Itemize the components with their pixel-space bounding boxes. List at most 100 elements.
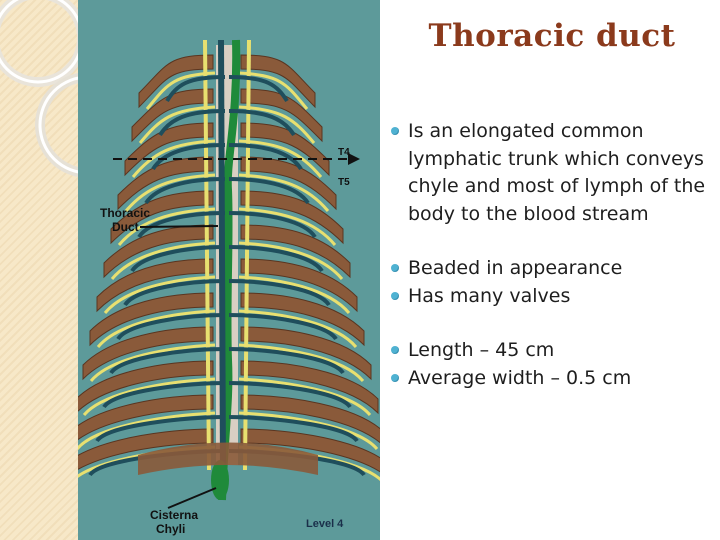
bullet-text: Length – 45 cm xyxy=(408,339,555,361)
rib-muscle-right xyxy=(240,394,380,444)
rib-muscle-right xyxy=(240,224,351,279)
nerve-left xyxy=(110,241,216,280)
label-chyli: Chyli xyxy=(156,522,185,536)
rib-muscle-left xyxy=(78,428,214,470)
rib-muscle-left xyxy=(117,156,214,211)
rib-muscle-right xyxy=(240,54,316,109)
nerve-right xyxy=(238,275,351,314)
azygos-vein xyxy=(218,39,226,471)
bullet-item: Average width – 0.5 cm xyxy=(387,365,717,393)
intercostal-veins xyxy=(88,39,366,477)
rib-muscle-right xyxy=(240,88,323,143)
diaphragm-crus xyxy=(138,442,318,475)
rib-muscles xyxy=(78,54,380,473)
rib-muscle-right xyxy=(240,258,358,313)
vein-left xyxy=(158,109,226,137)
nerve-right xyxy=(238,377,372,417)
nerve-left xyxy=(89,343,216,382)
nerve-left xyxy=(124,173,216,212)
vein-left xyxy=(116,313,226,341)
vein-right xyxy=(228,381,352,409)
label-t4: T4 xyxy=(338,147,350,158)
thoracic-duct-pointer xyxy=(139,225,219,228)
vein-right xyxy=(228,415,359,443)
nerve-left xyxy=(117,207,216,246)
vein-left xyxy=(165,75,226,103)
nerve-right xyxy=(238,139,323,178)
bullet-list: Is an elongated common lymphatic trunk w… xyxy=(387,118,717,392)
label-level: Level 4 xyxy=(306,518,344,530)
rib-muscle-left xyxy=(124,122,214,177)
cisterna-chyli-pointer xyxy=(167,487,217,509)
cisterna-chyli-shape xyxy=(211,460,229,500)
rib-muscle-left xyxy=(138,54,214,109)
vein-left xyxy=(109,347,226,375)
vein-right xyxy=(228,245,324,273)
rib-muscle-left xyxy=(78,360,214,412)
vein-left xyxy=(151,143,226,171)
bullet-icon xyxy=(391,346,399,354)
nerve-right xyxy=(238,207,337,246)
nerve-left xyxy=(131,139,216,178)
bullet-icon xyxy=(391,264,399,272)
thoracic-duct-illustration: T4 T5 Thoracic Duct Cisterna Chyli Level… xyxy=(78,0,380,540)
bullet-text: Is an elongated common lymphatic trunk w… xyxy=(408,120,706,225)
label-thoracic: Thoracic xyxy=(100,206,150,220)
bullet-text: Beaded in appearance xyxy=(408,257,623,279)
nerve-right xyxy=(238,309,358,348)
rib-muscle-left xyxy=(131,88,214,143)
label-cisterna: Cisterna xyxy=(150,508,198,522)
nerve-right xyxy=(238,241,344,280)
vein-right xyxy=(228,347,345,375)
label-t5: T5 xyxy=(338,177,350,188)
thoracic-duct-vessel xyxy=(218,39,241,501)
bullet-text: Has many valves xyxy=(408,284,571,307)
slide-title: Thoracic duct xyxy=(428,18,676,54)
bullet-icon xyxy=(391,127,399,135)
rib-muscle-right xyxy=(240,428,380,473)
bullet-icon xyxy=(391,373,399,382)
label-duct: Duct xyxy=(112,220,139,234)
intercostal-nerves xyxy=(78,39,380,482)
rib-muscle-right xyxy=(240,122,330,177)
vein-left xyxy=(123,279,226,307)
vein-right xyxy=(228,75,289,103)
decorative-side-strip xyxy=(0,0,82,540)
nerve-right xyxy=(238,105,316,144)
nerve-left xyxy=(145,71,216,110)
rib-muscle-right xyxy=(240,326,372,381)
nerve-right xyxy=(238,411,379,451)
nerve-left xyxy=(138,105,216,144)
vein-left xyxy=(137,211,226,239)
vein-left xyxy=(144,177,226,205)
rib-muscle-left xyxy=(96,258,214,313)
rib-muscle-left xyxy=(103,224,214,279)
rib-muscle-right xyxy=(240,190,344,245)
vein-right xyxy=(228,143,303,171)
rib-muscle-left xyxy=(89,292,214,347)
nerve-right xyxy=(238,173,330,212)
vein-right xyxy=(228,279,331,307)
bullet-text: Average width – 0.5 cm xyxy=(408,366,632,389)
bullet-item: Beaded in appearance xyxy=(387,255,717,283)
rib-muscle-right xyxy=(240,360,379,415)
rib-muscle-left xyxy=(110,190,214,245)
vein-right xyxy=(228,109,296,137)
bullet-item: Has many valves xyxy=(387,283,717,311)
nerve-left xyxy=(78,411,216,451)
rib-muscle-right xyxy=(240,156,337,211)
nerve-left xyxy=(82,377,216,417)
vein-right xyxy=(228,313,338,341)
nerve-left xyxy=(103,275,216,314)
nerve-right xyxy=(238,343,365,382)
vein-right xyxy=(228,177,310,205)
vein-left xyxy=(102,381,226,409)
rib-muscle-right xyxy=(240,292,365,347)
nerve-left xyxy=(96,309,216,348)
nerve-right xyxy=(238,71,309,110)
bullet-icon xyxy=(391,291,399,300)
level-arrowhead xyxy=(348,153,360,165)
bullet-item: Is an elongated common lymphatic trunk w… xyxy=(387,118,717,228)
vein-left xyxy=(95,415,226,443)
